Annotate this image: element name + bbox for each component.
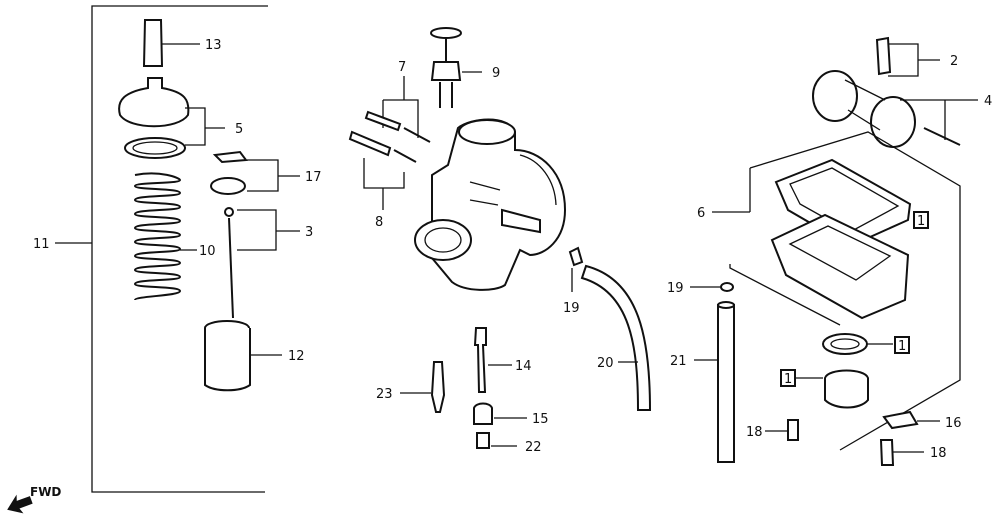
callout-11: 11 <box>33 237 50 252</box>
part-19-clip-right <box>690 282 734 292</box>
jets <box>400 327 527 449</box>
part-3-needle <box>224 207 300 319</box>
callout-1-plug: 1 <box>784 372 792 387</box>
callout-16: 16 <box>945 416 962 431</box>
part-7-8-screws <box>348 76 431 210</box>
carburetor-body <box>414 118 567 291</box>
callout-19-left: 19 <box>563 301 580 316</box>
callout-4: 4 <box>984 94 992 109</box>
float-bowl <box>770 158 929 320</box>
part-13-cap <box>142 19 200 67</box>
part-21-overflow-tube <box>694 301 735 463</box>
part-9-air-screw <box>430 27 482 108</box>
callout-12: 12 <box>288 349 305 364</box>
drain-gasket-plug <box>780 333 910 409</box>
callout-7: 7 <box>398 60 406 75</box>
part-6-float-bowl-frame <box>712 131 961 451</box>
part-10-spring <box>133 172 197 301</box>
part-12-throttle-slide <box>204 320 282 392</box>
callout-20: 20 <box>597 356 614 371</box>
callout-2: 2 <box>950 54 958 69</box>
part-19-clip-left <box>568 246 584 292</box>
callout-18-left: 18 <box>746 425 763 440</box>
part-17-clip-plate <box>210 150 300 195</box>
callout-23: 23 <box>376 387 393 402</box>
callout-15: 15 <box>532 412 549 427</box>
parts-16-18-screws <box>765 410 940 466</box>
callout-18-right: 18 <box>930 446 947 461</box>
slide-assembly-frame <box>55 5 268 493</box>
callout-21: 21 <box>670 354 687 369</box>
part-4-float <box>812 70 978 148</box>
part-20-hose <box>580 264 652 411</box>
callout-13: 13 <box>205 38 222 53</box>
callout-3: 3 <box>305 225 313 240</box>
callout-6: 6 <box>697 206 705 221</box>
callout-19-right: 19 <box>667 281 684 296</box>
callout-17: 17 <box>305 170 322 185</box>
callout-22: 22 <box>525 440 542 455</box>
fwd-label: FWD <box>30 485 61 499</box>
callout-9: 9 <box>492 66 500 81</box>
callout-1-gasket: 1 <box>898 339 906 354</box>
callout-5: 5 <box>235 122 243 137</box>
callout-14: 14 <box>515 359 532 374</box>
callout-1-bowl: 1 <box>917 214 925 229</box>
part-2-float-pin <box>875 36 940 77</box>
part-5-top-cap <box>118 77 225 159</box>
callout-8: 8 <box>375 215 383 230</box>
callout-10: 10 <box>199 244 216 259</box>
forward-arrow-icon <box>7 494 33 514</box>
